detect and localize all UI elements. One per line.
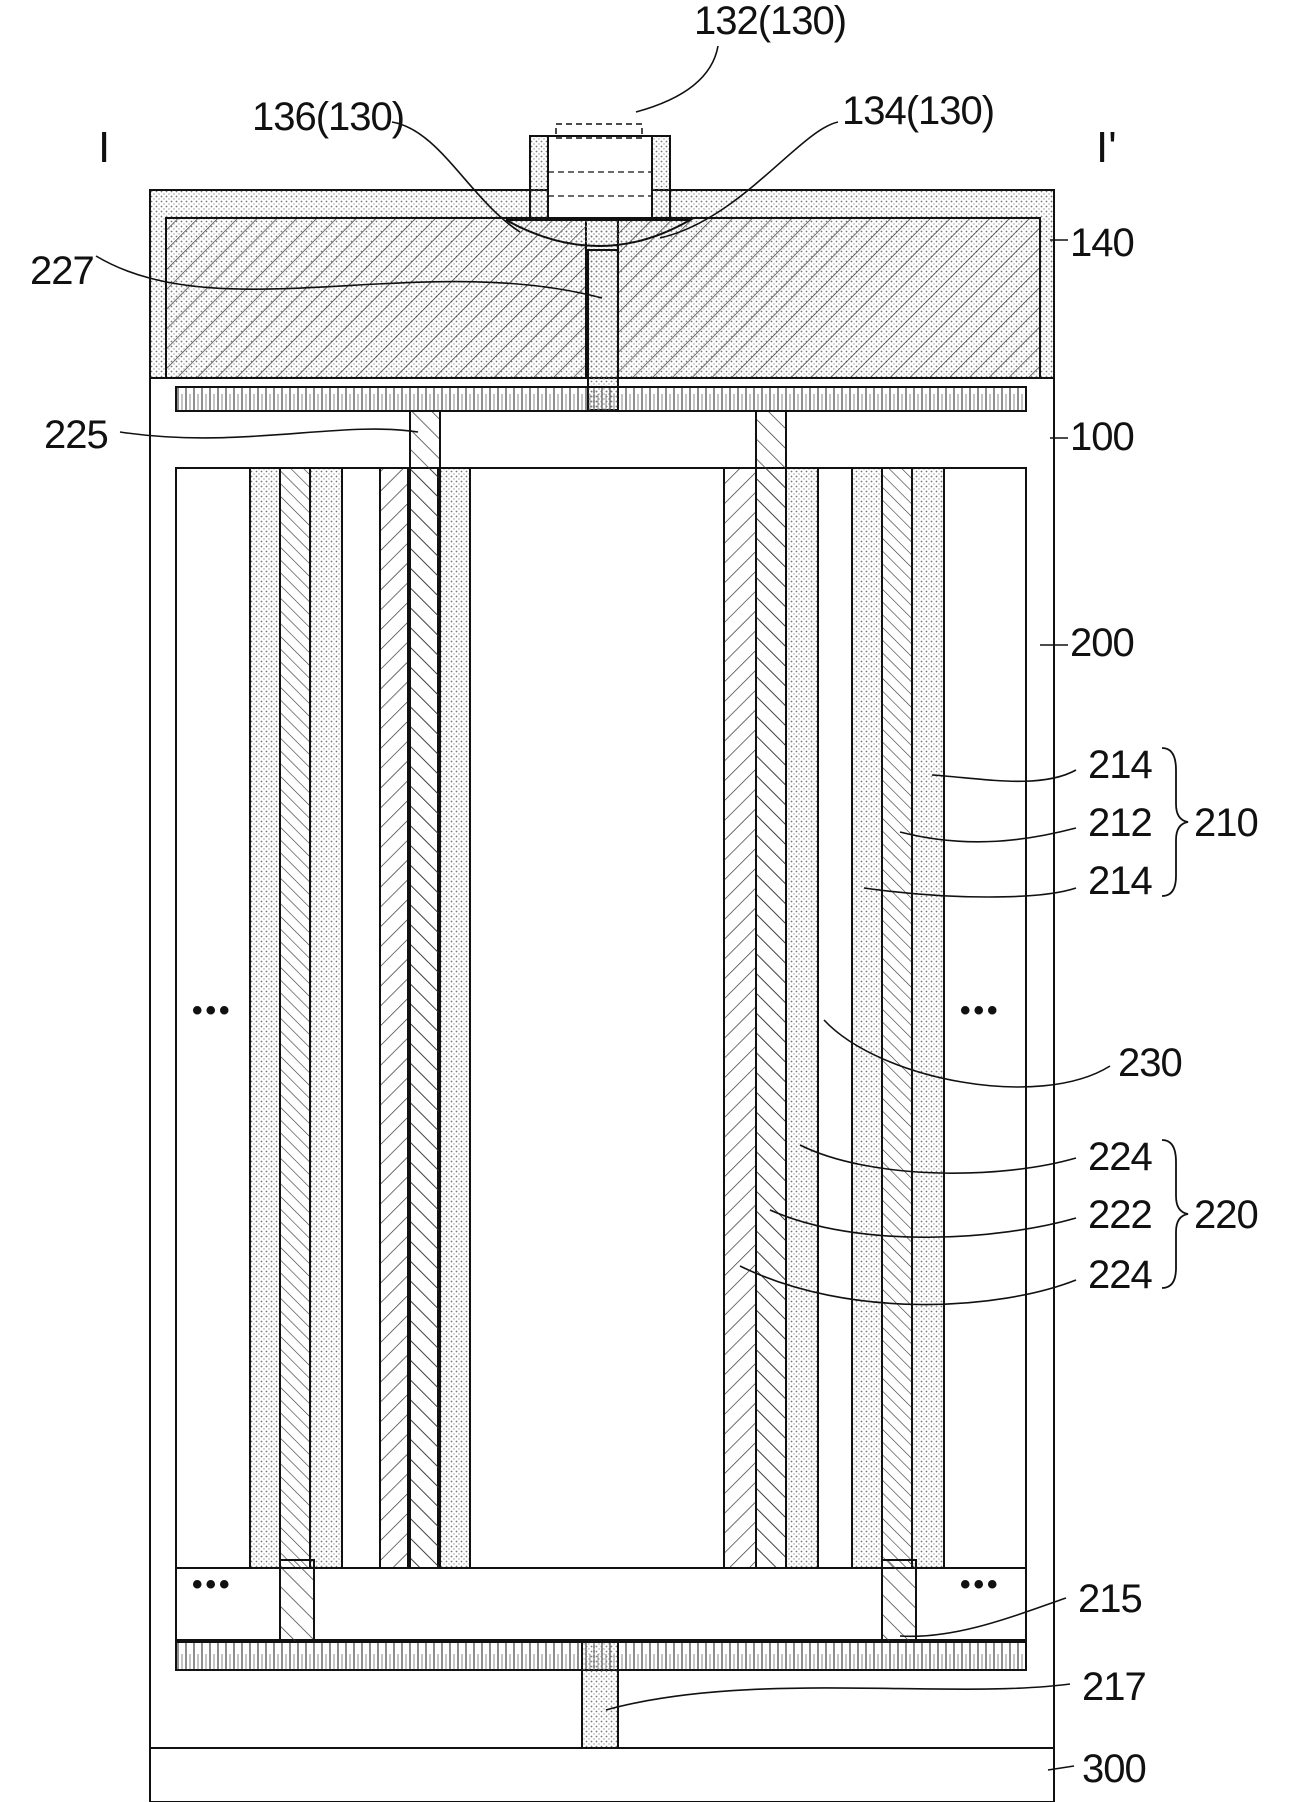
terminal-132-inner (548, 136, 652, 218)
label-225: 225 (44, 413, 108, 457)
right-224-inner (724, 468, 756, 1568)
left-214-outer (250, 468, 280, 1568)
label-134: 134(130) (842, 89, 994, 133)
connector-225-left (410, 411, 440, 1568)
right-212 (882, 468, 912, 1568)
right-214-inner (852, 468, 882, 1568)
ellipsis-right-mid: ••• (960, 994, 1001, 1027)
left-224-outer (380, 468, 408, 1568)
ellipsis-left-bottom: ••• (192, 1568, 233, 1601)
bracket-210 (1162, 748, 1188, 896)
left-214-inner (310, 468, 342, 1568)
label-300: 300 (1082, 1747, 1146, 1791)
via-227-crossing (588, 387, 618, 411)
left-212 (280, 468, 310, 1568)
label-217: 217 (1082, 1665, 1146, 1709)
right-214-outer (912, 468, 944, 1568)
via-217 (582, 1642, 618, 1748)
right-224-outer (786, 468, 818, 1568)
label-200: 200 (1070, 621, 1134, 665)
label-132: 132(130) (694, 0, 846, 43)
label-136: 136(130) (252, 95, 404, 139)
label-227: 227 (30, 249, 94, 293)
label-210: 210 (1194, 801, 1258, 845)
label-230: 230 (1118, 1041, 1182, 1085)
label-215: 215 (1078, 1577, 1142, 1621)
cover-140-inner-right (618, 218, 1040, 378)
connector-225-right (756, 411, 786, 1568)
connector-215-right (882, 1560, 916, 1642)
label-224-top: 224 (1088, 1135, 1152, 1179)
label-214-top: 214 (1088, 743, 1152, 787)
layer-300 (150, 1748, 1054, 1802)
label-224-bottom: 224 (1088, 1253, 1152, 1297)
ellipsis-right-bottom: ••• (960, 1568, 1001, 1601)
label-220: 220 (1194, 1193, 1258, 1237)
connector-215-left (280, 1560, 314, 1642)
label-140: 140 (1070, 221, 1134, 265)
section-mark-right: I' (1096, 123, 1117, 172)
label-222: 222 (1088, 1193, 1152, 1237)
cover-140-inner-left (166, 218, 586, 378)
bracket-220 (1162, 1140, 1188, 1288)
label-214-bottom: 214 (1088, 859, 1152, 903)
ellipsis-left-mid: ••• (192, 994, 233, 1027)
left-224-inner (438, 468, 470, 1568)
section-mark-left: I (98, 123, 110, 172)
label-100: 100 (1070, 415, 1134, 459)
label-212: 212 (1088, 801, 1152, 845)
